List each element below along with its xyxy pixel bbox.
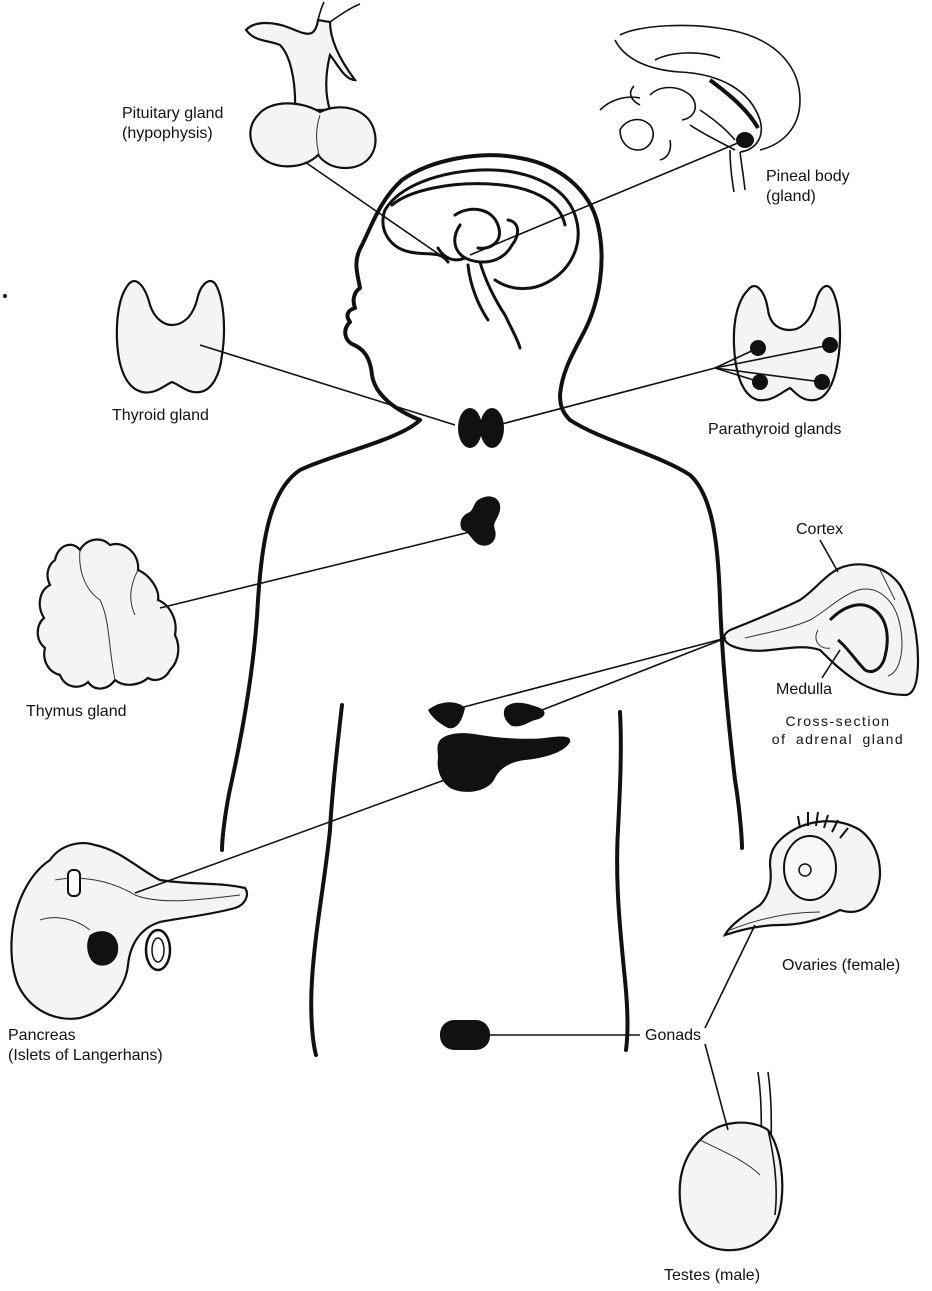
ovaries-label: Ovaries (female) — [782, 956, 900, 976]
adrenal-cross-section-illustration — [724, 564, 918, 695]
ovaries-leader — [705, 925, 755, 1028]
thyroid-body-mark — [458, 408, 504, 448]
thyroid-leader — [200, 345, 455, 425]
pineal-label: Pineal body (gland) — [766, 167, 850, 207]
pancreas-label-line2: (Islets of Langerhans) — [8, 1046, 163, 1066]
parathyroid-illustration — [734, 286, 840, 400]
pituitary-leader — [305, 162, 440, 255]
thymus-label: Thymus gland — [26, 702, 127, 722]
pituitary-label-line1: Pituitary gland — [122, 104, 223, 124]
pancreas-illustration — [11, 843, 247, 1019]
thymus-leader — [160, 530, 478, 608]
body-outline — [222, 155, 742, 1055]
stray-dot — [3, 294, 7, 298]
pancreas-label: Pancreas (Islets of Langerhans) — [8, 1026, 163, 1066]
thyroid-label: Thyroid gland — [112, 406, 209, 426]
cortex-label: Cortex — [796, 520, 843, 540]
pancreas-leader — [135, 778, 450, 893]
pituitary-illustration — [246, 2, 376, 168]
pancreas-label-line1: Pancreas — [8, 1026, 163, 1046]
thymus-body-mark — [460, 496, 500, 545]
thymus-illustration — [38, 540, 179, 689]
pituitary-label: Pituitary gland (hypophysis) — [122, 104, 223, 144]
testes-label: Testes (male) — [664, 1266, 760, 1286]
cortex-leader — [820, 540, 838, 572]
pineal-label-line2: (gland) — [766, 187, 850, 207]
pituitary-label-line2: (hypophysis) — [122, 124, 223, 144]
testes-leader — [705, 1044, 728, 1130]
brain-outline — [383, 170, 578, 348]
thyroid-illustration — [117, 281, 224, 393]
pancreas-body-mark — [438, 733, 571, 792]
medulla-label: Medulla — [776, 680, 832, 700]
ovary-illustration — [725, 812, 880, 935]
adrenal-caption-line1: Cross-section — [758, 712, 918, 730]
testes-illustration — [680, 1072, 783, 1250]
parathyroid-label: Parathyroid glands — [708, 420, 841, 440]
gonads-label: Gonads — [645, 1026, 701, 1046]
pineal-label-line1: Pineal body — [766, 167, 850, 187]
adrenal-body-marks — [428, 702, 545, 728]
adrenal-caption: Cross-section of adrenal gland — [758, 712, 918, 748]
adrenal-caption-line2: of adrenal gland — [758, 730, 918, 748]
gonads-body-mark — [440, 1020, 490, 1050]
